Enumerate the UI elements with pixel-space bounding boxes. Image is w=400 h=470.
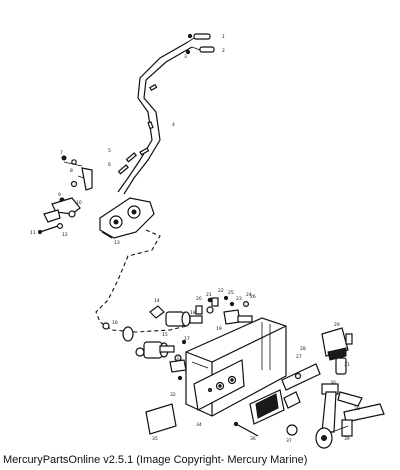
callout-labels: 1 2 3 4 5 6 7 8 9 10 11 12 13 14 15 16 1… <box>30 34 360 444</box>
control-box <box>185 317 287 417</box>
callout-label: 8 <box>70 168 73 174</box>
decal-plates <box>145 363 321 437</box>
control-cables <box>117 33 215 195</box>
callout-label: 5 <box>108 148 111 154</box>
callout-label: 24 <box>246 292 252 298</box>
callout-label: 32 <box>170 392 176 398</box>
callout-label: 14 <box>154 298 160 304</box>
callout-label: 21 <box>206 292 212 298</box>
callout-label: 15 <box>162 332 168 338</box>
callout-label: 1 <box>222 34 225 40</box>
lower-fittings <box>102 322 187 381</box>
callout-label: 9 <box>58 192 61 198</box>
callout-label: 25 <box>228 290 234 296</box>
callout-label: 27 <box>296 354 302 360</box>
callout-label: 26 <box>250 294 256 300</box>
callout-label: 30 <box>330 380 336 386</box>
callout-label: 6 <box>108 162 111 168</box>
callout-label: 33 <box>176 356 182 362</box>
cable-route-dashed <box>95 229 187 333</box>
callout-label: 31 <box>344 362 350 368</box>
callout-label: 35 <box>152 436 158 442</box>
callout-label: 17 <box>184 336 190 342</box>
callout-label: 19 <box>216 326 222 332</box>
callout-label: 16 <box>112 320 118 326</box>
callout-label: 7 <box>60 150 63 156</box>
callout-label: 23 <box>236 296 242 302</box>
callout-label: 20 <box>196 296 202 302</box>
parts-exploded-diagram: 1 2 3 4 5 6 7 8 9 10 11 12 13 14 15 16 1… <box>30 33 385 449</box>
image-copyright-caption: MercuryPartsOnline v2.5.1 (Image Copyrig… <box>3 454 308 466</box>
callout-label: 10 <box>76 200 82 206</box>
harness-fittings <box>149 295 253 327</box>
callout-label: 2 <box>222 48 225 54</box>
callout-label: 34 <box>196 422 202 428</box>
callout-label: 12 <box>62 232 68 238</box>
callout-label: 39 <box>344 436 350 442</box>
callout-label: 13 <box>114 240 120 246</box>
callout-label: 29 <box>334 322 340 328</box>
callout-label: 3 <box>184 54 187 60</box>
callout-label: 28 <box>300 346 306 352</box>
mounting-plate <box>99 197 155 239</box>
callout-label: 37 <box>286 438 292 444</box>
lever-bracket-assembly <box>37 155 93 235</box>
callout-label: 4 <box>172 122 175 128</box>
callout-label: 18 <box>190 310 196 316</box>
callout-label: 11 <box>30 230 36 236</box>
callout-label: 36 <box>250 436 256 442</box>
remote-handle-assembly <box>315 327 385 449</box>
callout-label: 38 <box>354 406 360 412</box>
callout-label: 22 <box>218 288 224 294</box>
